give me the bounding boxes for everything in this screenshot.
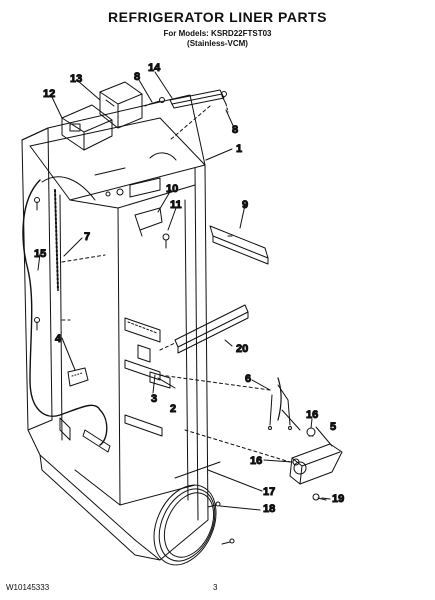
callout-16a: 16 <box>306 409 318 421</box>
screw-8b <box>221 91 229 113</box>
upper-trim-strip <box>169 89 225 109</box>
screw-11 <box>162 233 170 249</box>
diagram-title: REFRIGERATOR LINER PARTS <box>108 9 327 25</box>
callout-11: 11 <box>170 199 182 211</box>
callout-4: 4 <box>55 333 62 345</box>
callout-10: 10 <box>166 183 178 195</box>
shelf-support-9 <box>209 225 269 265</box>
callout-5: 5 <box>330 421 336 433</box>
callout-8b: 8 <box>232 124 238 136</box>
tube-fitting-18b <box>221 538 235 545</box>
model-numbers: For Models: KSRD22FTST03 <box>163 29 272 38</box>
callout-13: 13 <box>70 73 82 85</box>
callout-14: 14 <box>148 62 161 74</box>
bracket <box>134 207 163 237</box>
callout-20: 20 <box>236 343 248 355</box>
screw-15b <box>34 317 40 331</box>
water-tubing-coil <box>153 461 221 566</box>
callout-6: 6 <box>245 373 251 385</box>
shelf-support-20 <box>159 304 249 354</box>
bulb-16a <box>306 427 316 437</box>
callout-numbers: 1 2 3 4 5 6 7 8 8 9 10 11 12 13 14 15 16… <box>34 62 345 516</box>
callout-2: 2 <box>170 403 176 415</box>
wiring-harness-6 <box>268 377 301 431</box>
callout-8a: 8 <box>134 71 140 83</box>
callout-7: 7 <box>84 231 90 243</box>
leader-lines <box>37 71 333 511</box>
screw-15a <box>34 197 40 211</box>
document-number: W10145333 <box>6 583 50 592</box>
callout-16b: 16 <box>250 455 262 467</box>
finish-label: (Stainless-VCM) <box>187 39 248 48</box>
callout-3: 3 <box>151 393 157 405</box>
callout-12: 12 <box>43 88 55 100</box>
light-socket <box>67 367 89 387</box>
liner-cabinet <box>21 94 209 561</box>
control-housing <box>61 104 113 151</box>
callout-9: 9 <box>242 199 248 211</box>
screw-8a <box>144 97 165 107</box>
tube-fitting-18a <box>207 501 221 508</box>
callout-1: 1 <box>236 143 242 155</box>
wire-harness <box>22 179 108 446</box>
air-damper <box>99 81 143 129</box>
page-number: 3 <box>213 583 218 592</box>
screw-19 <box>312 493 327 501</box>
callout-15: 15 <box>34 248 46 260</box>
callout-19: 19 <box>332 493 344 505</box>
callout-17: 17 <box>263 486 275 498</box>
callout-18: 18 <box>263 503 275 515</box>
bulb-16b <box>292 458 300 466</box>
